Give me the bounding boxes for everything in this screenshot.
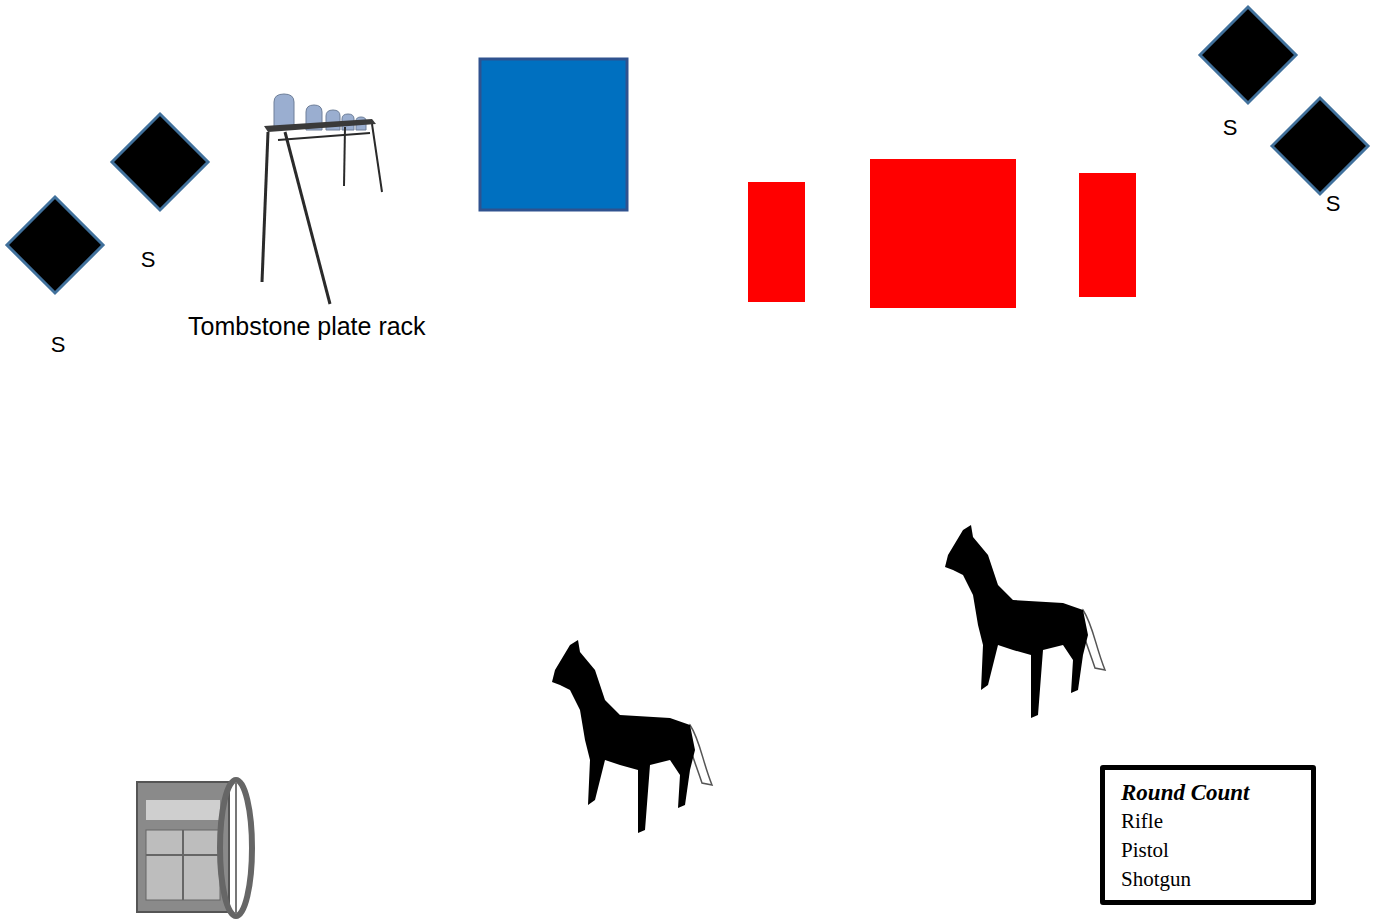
stand-diamond: S — [3, 193, 107, 363]
stand-diamond: S — [1196, 3, 1300, 146]
blue-target — [480, 59, 627, 210]
horse-prop — [945, 525, 1105, 718]
stand-label: S — [141, 247, 156, 273]
stand-label: S — [1326, 191, 1341, 217]
stand-label: S — [1223, 115, 1238, 141]
red-target — [1079, 173, 1136, 297]
stand-diamond: S — [108, 110, 212, 278]
diamond-shape — [108, 110, 212, 278]
box-heading: Round Count — [1121, 778, 1297, 807]
red-target — [870, 159, 1016, 308]
round-count-item: Pistol — [1121, 836, 1297, 865]
round-count-item: Shotgun — [1121, 865, 1297, 894]
red-target — [748, 182, 805, 302]
diamond-shape — [1268, 94, 1372, 222]
prop-label: Tombstone plate rack — [188, 312, 426, 341]
round-count-item: Rifle — [1121, 807, 1297, 836]
stand-label: S — [51, 332, 66, 358]
horse-prop — [552, 640, 712, 833]
round-count-box: Round CountRiflePistolShotgun — [1100, 765, 1316, 905]
wagon-prop — [137, 780, 252, 916]
plate-rack — [262, 94, 382, 304]
diamond-shape — [1196, 3, 1300, 146]
stand-diamond: S — [1268, 94, 1372, 222]
